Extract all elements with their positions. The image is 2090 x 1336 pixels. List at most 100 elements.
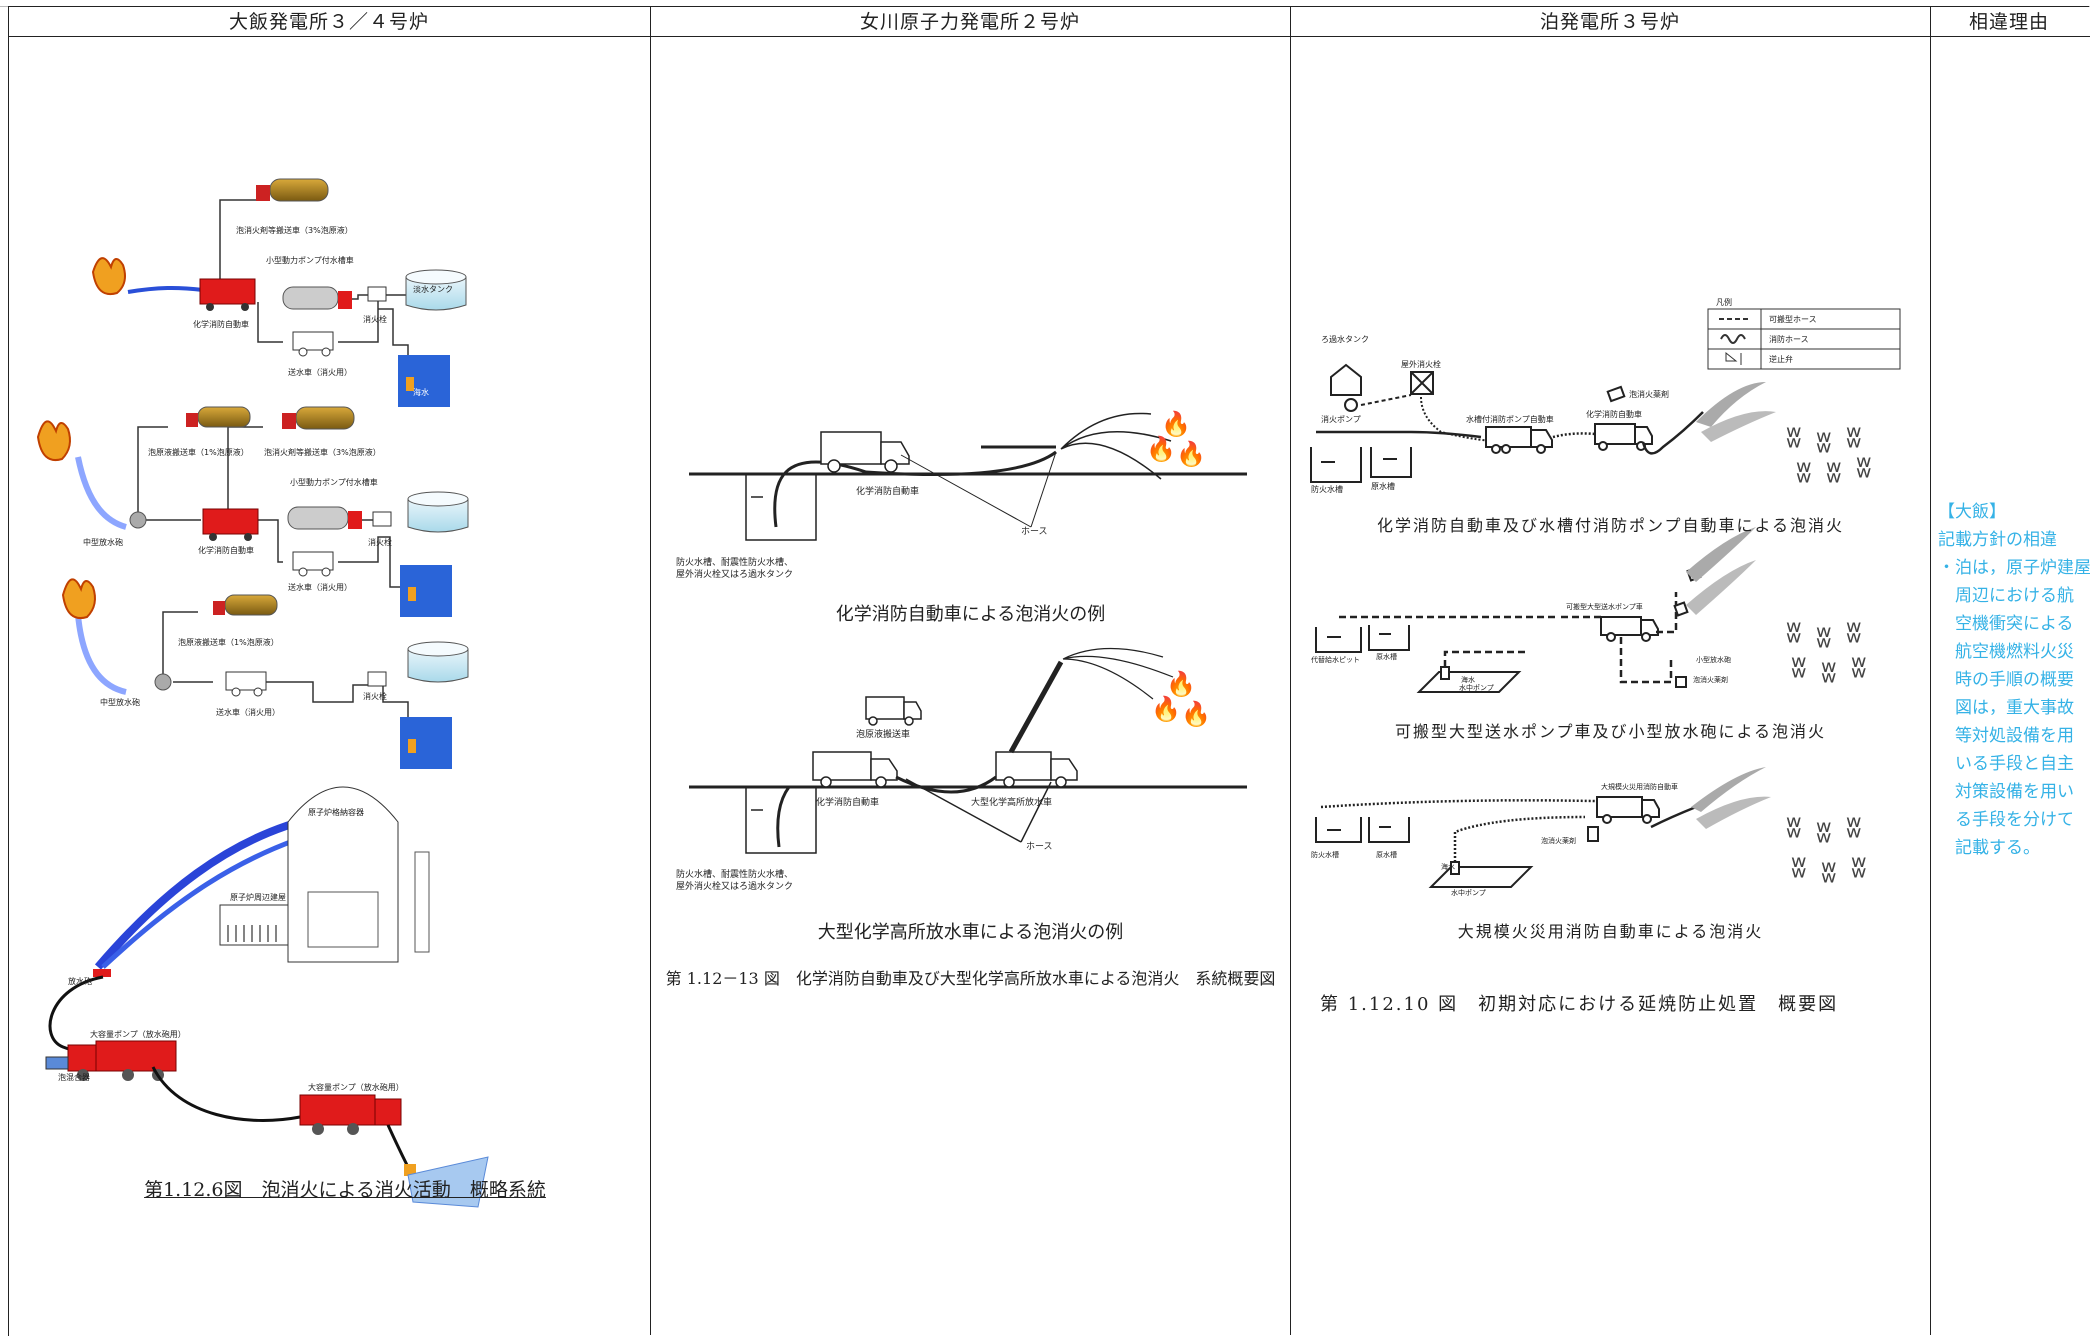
label-truck: 化学消防自動車 <box>856 485 919 497</box>
caption-tomari-fig3: 大規模火災用消防自動車による泡消火 <box>1457 922 1764 941</box>
label-small-pump-tank-2: 小型動力ポンプ付水槽車 <box>290 477 378 487</box>
fresh-water-tank-icon <box>405 269 469 683</box>
chemical-fire-truck-icon <box>199 278 259 541</box>
label-fire-cistern-2: 防火水槽 <box>1311 850 1339 859</box>
water-truck-icon <box>225 331 334 697</box>
note-line-4: 空機衝突による <box>1938 614 2074 634</box>
caption-onagawa-fig2: 大型化学高所放水車による泡消火の例 <box>817 922 1124 943</box>
svg-text:🔥: 🔥 <box>1166 670 1196 698</box>
svg-text:🔥: 🔥 <box>1181 700 1211 728</box>
note-line-10: 対策設備を用い <box>1938 782 2074 802</box>
header-reason: 相違理由 <box>1968 11 2049 33</box>
label-raw-water-2: 原水槽 <box>1376 652 1397 661</box>
label-chem-truck: 化学消防自動車 <box>193 319 249 329</box>
caption-tomari-fig2: 可搬型大型送水ポンプ車及び小型放水砲による泡消火 <box>1394 722 1827 741</box>
note-line-5: 航空機燃料火災 <box>1938 642 2074 662</box>
label-foam-truck-3pct: 泡消火剤等搬送車（3%泡原液） <box>236 225 353 235</box>
label-hydrant-2: 消火栓 <box>368 537 392 547</box>
label-foam-truck-3pct-2: 泡消火剤等搬送車（3%泡原液） <box>264 447 381 457</box>
label-pump-truck: 可搬型大型送水ポンプ車 <box>1566 602 1643 611</box>
note-line-9: いる手段と自主 <box>1938 754 2074 774</box>
label-fire-cistern: 防火水槽 <box>1311 484 1343 494</box>
note-line-11: る手段を分けて <box>1938 810 2074 830</box>
label-submersible-2: 水中ポンプ <box>1451 888 1486 897</box>
figure-title-onagawa: 第 1.12－13 図 化学消防自動車及び大型化学高所放水車による泡消火 系統概… <box>665 969 1276 988</box>
label-mid-nozzle: 中型放水砲 <box>83 537 123 547</box>
label-foam-truck-1pct-2: 泡原液搬送車（1%泡原液） <box>178 637 279 647</box>
svg-text:🔥: 🔥 <box>1176 440 1206 468</box>
label-sea: 海水 <box>413 387 429 397</box>
label-source-1: 防火水槽、耐震性防火水槽、 <box>676 556 793 568</box>
label-mid-nozzle-2: 中型放水砲 <box>100 697 140 707</box>
figure-title-tomari: 第 1.12.10 図 初期対応における延焼防止処置 概要図 <box>1320 994 1839 1015</box>
svg-text:ʬ: ʬ <box>1821 855 1836 890</box>
svg-text:ʬ: ʬ <box>1786 615 1801 650</box>
label-source-2: 屋外消火栓又はろ過水タンク <box>676 568 793 580</box>
note-line-3: 周辺における航 <box>1938 586 2074 606</box>
figure-caption-ohi: 第1.12.6図 泡消火による消火活動 概略系統 <box>144 1179 546 1201</box>
label-raw-water-3: 原水槽 <box>1376 850 1397 859</box>
svg-text:ʬ: ʬ <box>1791 650 1806 685</box>
svg-text:ʬ: ʬ <box>1846 420 1861 455</box>
label-foam-mixer: 泡混合器 <box>58 1072 90 1082</box>
label-large-truck: 大規模火災用消防自動車 <box>1601 782 1678 791</box>
onagawa-foam-diagram: 🔥🔥🔥 🔥🔥🔥 化学消防自動車 ホース 防火水槽、耐震性防火水槽、 屋外消火栓又… <box>676 410 1247 892</box>
label-outdoor-hydrant: 屋外消火栓 <box>1401 359 1441 369</box>
svg-text:ʬ: ʬ <box>1786 810 1801 845</box>
label-source-3: 防火水槽、耐震性防火水槽、 <box>676 868 793 880</box>
svg-text:ʬ: ʬ <box>1851 650 1866 685</box>
label-hose-2: ホース <box>1026 841 1053 852</box>
fire-icon: 🔥🔥🔥 🔥🔥🔥 <box>1146 410 1211 728</box>
foam-carrier-truck-icon <box>186 178 355 616</box>
header-ohi: 大飯発電所３／４号炉 <box>228 11 429 33</box>
svg-text:🔥: 🔥 <box>1161 410 1191 438</box>
svg-text:ʬ: ʬ <box>1791 850 1806 885</box>
label-hydrant-3: 消火栓 <box>363 691 387 701</box>
note-line-6: 時の手順の概要 <box>1938 670 2074 690</box>
label-large-pump-nozzle: 大容量ポンプ（放水砲用） <box>90 1029 186 1039</box>
legend-item-fire-hose: 消防ホース <box>1769 334 1809 344</box>
comparison-table <box>8 6 2089 1336</box>
svg-text:ʬ: ʬ <box>1816 620 1831 655</box>
caption-onagawa-fig1: 化学消防自動車による泡消火の例 <box>835 604 1106 625</box>
label-reactor-building: 原子炉格納容器 <box>308 807 364 817</box>
label-foam-agent-3: 泡消火薬剤 <box>1541 836 1576 845</box>
note-line-0: 【大飯】 <box>1938 502 2006 522</box>
large-nozzle-scene <box>45 786 489 1208</box>
pump-tank-truck-icon <box>282 286 362 530</box>
note-line-2: ・泊は，原子炉建屋 <box>1938 558 2090 578</box>
note-line-8: 等対処設備を用 <box>1938 726 2074 746</box>
svg-text:🔥: 🔥 <box>1151 695 1181 723</box>
label-foam-agent: 泡消火薬剤 <box>1629 389 1669 399</box>
seawater-icon <box>398 355 452 769</box>
difference-reason-note: 【大飯】 記載方針の相違 ・泊は，原子炉建屋 周辺における航 空機衝突による 航… <box>1938 498 2090 862</box>
label-hydrant: 消火栓 <box>363 314 387 324</box>
svg-text:ʬ: ʬ <box>1846 615 1861 650</box>
svg-text:🔥: 🔥 <box>1146 435 1176 463</box>
label-raw-water: 原水槽 <box>1371 481 1395 491</box>
header-tomari: 泊発電所３号炉 <box>1539 11 1680 33</box>
label-sea-2: 海水 <box>1441 862 1455 871</box>
svg-text:ʬ: ʬ <box>1786 420 1801 455</box>
note-line-7: 図は，重大事故 <box>1938 698 2074 718</box>
note-line-1: 記載方針の相違 <box>1938 530 2057 550</box>
label-filtered-tank: ろ過水タンク <box>1321 334 1369 344</box>
svg-text:ʬ: ʬ <box>1796 455 1811 490</box>
label-large-nozzle: 放水砲 <box>68 976 92 986</box>
svg-text:ʬ: ʬ <box>1816 425 1831 460</box>
svg-text:ʬ: ʬ <box>1816 815 1831 850</box>
svg-text:ʬ: ʬ <box>1826 455 1841 490</box>
label-alt-pit: 代替給水ピット <box>1311 655 1360 664</box>
label-large-truck: 大型化学高所放水車 <box>971 796 1052 808</box>
label-water-truck-3: 送水車（消火用） <box>216 707 280 717</box>
label-foam-agent-2: 泡消火薬剤 <box>1693 675 1728 684</box>
label-sea: 海水 <box>1461 675 1475 684</box>
label-fire-pump: 消火ポンプ <box>1321 414 1361 424</box>
label-large-pump-nozzle-2: 大容量ポンプ（放水砲用） <box>308 1082 404 1092</box>
ohi-foam-system-diagram: 泡消火剤等搬送車（3%泡原液） 小型動力ポンプ付水槽車 淡水タンク 化学消防自動… <box>36 178 489 1208</box>
svg-text:ʬ: ʬ <box>1821 655 1836 690</box>
legend-title: 凡例 <box>1716 297 1732 307</box>
